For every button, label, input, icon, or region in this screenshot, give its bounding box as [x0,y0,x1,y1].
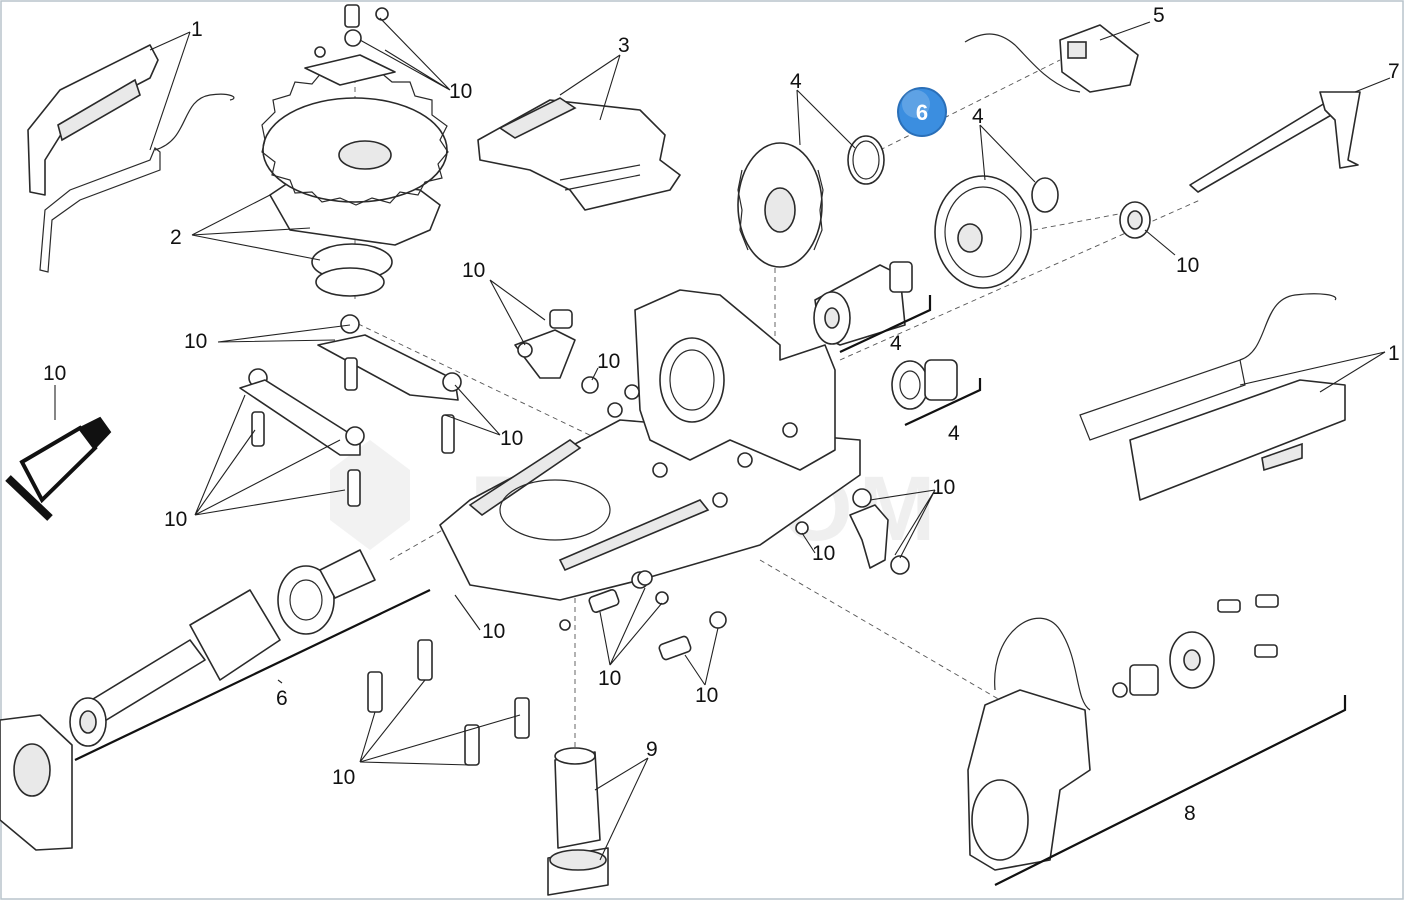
screw-set-right-bracket[interactable] [849,488,910,575]
callout-4-small-pinion: 4 [948,422,960,445]
gearbox-housing[interactable] [634,289,836,471]
screw-set-left[interactable] [239,314,462,507]
callout-10-bottom-left: 10 [482,620,505,643]
callout-10-right-small: 10 [812,542,835,565]
callout-1-right: 1 [1388,342,1400,365]
part-4-small-pinion[interactable] [891,359,982,426]
callout-10-bracket: 10 [462,259,485,282]
highlight-callout-label: 6 [916,100,928,125]
callout-labels: 1 1 2 3 4 4 4 4 5 6 7 8 9 10 10 10 10 10… [43,4,1400,825]
callout-10-right-nut: 10 [1176,254,1199,277]
part-4-second-gear[interactable] [934,175,1032,289]
callout-4-gear: 4 [790,70,802,93]
part-7-release-lever[interactable] [1189,91,1361,193]
part-3-connector-bracket[interactable] [477,97,681,211]
callout-10-left-lower: 10 [164,508,187,531]
part-1-left-cover[interactable] [27,44,235,273]
part-2-crown-gear-assembly[interactable] [261,69,449,297]
leader-lines [54,17,1391,861]
callout-9: 9 [646,738,658,761]
callout-4-pinion-shaft: 4 [890,332,902,355]
callout-10-small: 10 [597,350,620,373]
part-4-small-ring[interactable] [1031,177,1059,213]
callout-5: 5 [1153,4,1165,27]
part-5-limit-switch[interactable] [964,24,1139,93]
part-4-retaining-ring[interactable] [847,135,885,185]
part-4-pinion-shaft[interactable] [813,261,932,353]
callout-3: 3 [618,34,630,57]
callout-1-top-left: 1 [191,18,203,41]
part-8-motor[interactable] [967,594,1347,886]
callout-8: 8 [1184,802,1196,825]
screw-set-bottom-center[interactable] [559,570,727,661]
callout-10-bottom-center: 10 [598,667,621,690]
callout-2: 2 [170,226,182,249]
callout-10-left-upper: 10 [184,330,207,353]
callout-10-left-mid: 10 [500,427,523,450]
callout-6: 6 [276,687,288,710]
callout-10-top: 10 [449,80,472,103]
part-10-right-nut[interactable] [1119,201,1151,239]
callout-4-second-gear: 4 [972,105,984,128]
screw-set-top[interactable] [304,4,396,86]
highlight-marker[interactable]: 6 [897,87,947,137]
part-4-large-gear[interactable] [737,142,824,268]
grease-tube-icon [5,416,112,521]
callout-10-bottom-screws: 10 [332,766,355,789]
spacer-plate[interactable] [0,714,73,851]
screw-set-bottom-left[interactable] [367,639,530,766]
part-9-splined-bushing[interactable] [547,747,609,896]
callout-7: 7 [1388,60,1400,83]
callout-10-right-bracket: 10 [932,476,955,499]
screw-set-bracket[interactable] [514,309,576,379]
callout-10-bottom-right: 10 [695,684,718,707]
part-6-output-shaft[interactable] [69,549,431,761]
callout-11: 10 [43,362,66,385]
part-1-right-cover[interactable] [1079,293,1346,501]
base-plate[interactable] [439,419,861,601]
